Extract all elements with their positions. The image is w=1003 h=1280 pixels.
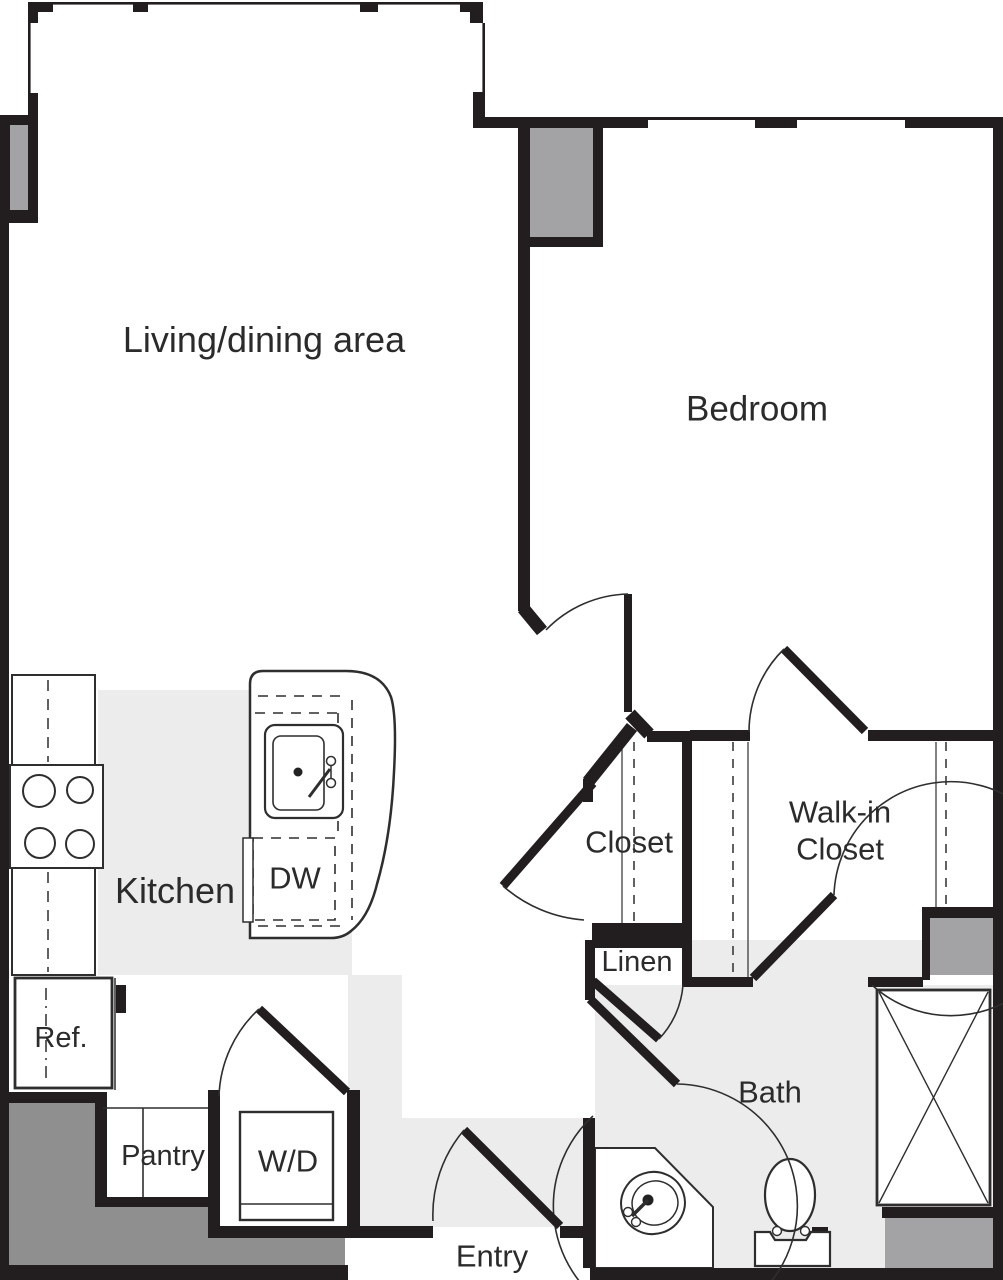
burner [65, 829, 95, 859]
column-walkin [930, 918, 993, 975]
closet-label: Closet [585, 824, 673, 860]
refrigerator [13, 976, 114, 1090]
dishwasher-label: DW [269, 860, 321, 896]
structure-mass [7, 1103, 345, 1268]
walkin-door-bottom [749, 891, 838, 982]
pantry-label: Pantry [121, 1139, 205, 1172]
kitchen-label: Kitchen [114, 869, 236, 911]
window [797, 117, 905, 120]
burner [22, 774, 56, 808]
closet-door [499, 780, 597, 889]
column-left [10, 125, 28, 210]
floor-shading [98, 690, 993, 1268]
refrigerator-label: Ref. [34, 1021, 88, 1054]
doors [218, 593, 1003, 1280]
entry-door [460, 1126, 564, 1230]
bath-vanity [594, 1147, 714, 1269]
dishwasher-front [242, 837, 254, 923]
walkin-door-top [780, 645, 869, 735]
bath-door [586, 995, 681, 1088]
kitchen-fixtures [9, 669, 397, 1222]
bedroom-label: Bedroom [685, 389, 829, 429]
burner [24, 827, 56, 859]
wd-door [255, 1005, 351, 1096]
kitchen-sink [263, 723, 345, 820]
window [648, 117, 755, 120]
linen-door [590, 977, 662, 1043]
bath-fixtures [594, 988, 992, 1269]
washer-dryer [238, 1110, 335, 1222]
pantry-shelving [103, 1107, 208, 1197]
linen-label: Linen [601, 945, 673, 978]
column-bedroom [530, 128, 593, 237]
closet-rods [621, 742, 947, 977]
living-room-label: Living/dining area [122, 318, 406, 360]
burner [66, 776, 94, 804]
toilet [753, 1157, 832, 1268]
bath-label: Bath [738, 1074, 802, 1110]
window [378, 2, 460, 5]
entry-label: Entry [455, 1238, 529, 1274]
window [53, 2, 133, 5]
walkin-closet-label: Walk-in Closet [788, 794, 892, 866]
window [28, 23, 31, 93]
window [148, 2, 360, 5]
column-bath [885, 1218, 993, 1268]
window [482, 23, 485, 92]
washer-dryer-label: W/D [257, 1143, 319, 1179]
